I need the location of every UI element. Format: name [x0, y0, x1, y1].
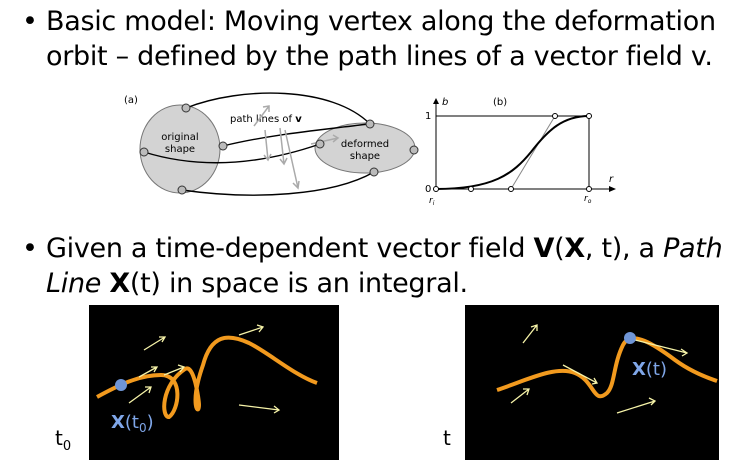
vertex-point [115, 379, 127, 391]
path-line-bottom [181, 171, 375, 196]
bullet-text-line1: Given a time-dependent vector field V(X,… [46, 233, 723, 264]
path-line-middle-left [143, 143, 321, 164]
falloff-curve [435, 115, 590, 190]
falloff-plot: b (b) 1 0 r ri ro [425, 97, 616, 206]
y-tick-one: 1 [425, 111, 431, 122]
bullet-dot: • [22, 6, 38, 37]
path-line-panel-t: X(t) [465, 305, 719, 460]
vertex-point [624, 332, 636, 344]
deformation-diagram: (a) original shape deformed shape path l… [124, 92, 419, 196]
original-shape-label-1: original [161, 132, 198, 143]
vector-field-arrows [253, 105, 340, 190]
path-line-curve [96, 335, 318, 420]
tangent-line [510, 115, 556, 190]
bullet-text-line2: orbit – defined by the path lines of a v… [46, 41, 713, 72]
y-axis-label: b [442, 97, 448, 108]
path-line-curve [496, 336, 718, 399]
vector-field-arrows [510, 324, 689, 414]
figure-a-label: (a) [124, 95, 138, 106]
deformed-shape-label-2: shape [350, 151, 380, 162]
deformed-shape-label-1: deformed [341, 139, 389, 150]
vertex-label: X(t) [632, 359, 667, 380]
bullet-text-line1: Basic model: Moving vertex along the def… [46, 6, 716, 37]
figure-b-label: (b) [493, 97, 507, 108]
bullet-dot: • [22, 233, 38, 264]
y-tick-zero: 0 [425, 184, 431, 195]
x-axis-label: r [609, 174, 614, 185]
path-line-panel-t0: X(t0) [89, 305, 339, 460]
vertex-label: X(t0) [111, 412, 154, 435]
original-shape-label-2: shape [165, 144, 195, 155]
x-tick-ri: ri [429, 196, 435, 206]
path-lines-label: path lines of v [230, 114, 302, 125]
x-tick-ro: ro [584, 194, 592, 205]
time-label-t: t [443, 426, 451, 450]
path-line-top [185, 92, 371, 125]
time-label-t0: t0 [55, 426, 72, 454]
control-points [139, 103, 419, 195]
curve-control-points [433, 113, 592, 192]
vector-field-arrows [128, 324, 281, 414]
bullet-text-line2: Line X(t) in space is an integral. [46, 268, 468, 299]
path-line-middle [222, 123, 369, 147]
